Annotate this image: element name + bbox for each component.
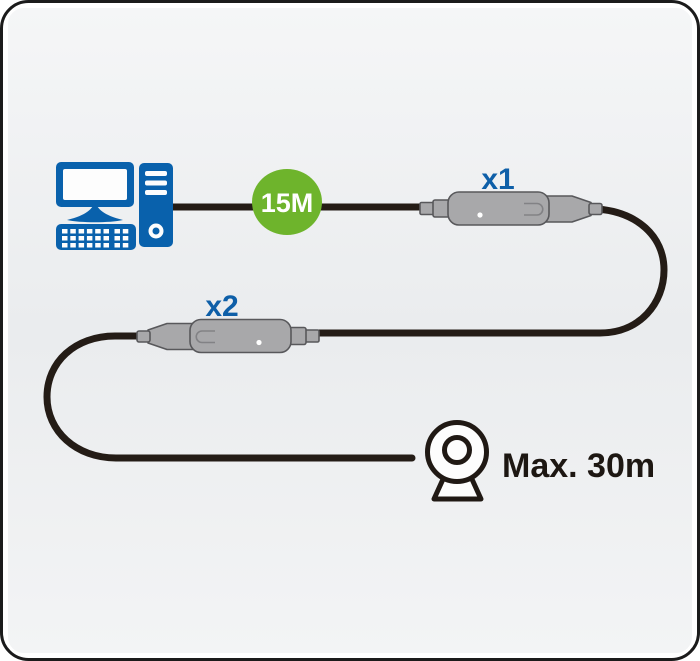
webcam-icon — [425, 420, 489, 502]
webcam-body — [425, 420, 489, 484]
keyboard-keys — [62, 229, 129, 248]
cable-segment-x2-to-webcam — [43, 332, 416, 462]
monitor-stand — [67, 202, 123, 223]
monitor-screen — [63, 169, 127, 200]
cable-length-badge-label: 15M — [261, 188, 314, 218]
computer-icon — [56, 162, 173, 250]
cable-segment-x1-to-x2 — [306, 205, 668, 337]
tower-power-button — [148, 223, 164, 239]
tower-slot — [145, 190, 167, 195]
repeater1-count-label: x1 — [481, 163, 514, 196]
repeater2-count-label: x2 — [205, 290, 238, 323]
tower-slot — [145, 180, 167, 186]
cable-length-badge: 15M — [252, 169, 322, 235]
webcam-lens — [442, 435, 472, 465]
tower-slot — [145, 171, 167, 176]
max-length-label: Max. 30m — [502, 447, 655, 485]
